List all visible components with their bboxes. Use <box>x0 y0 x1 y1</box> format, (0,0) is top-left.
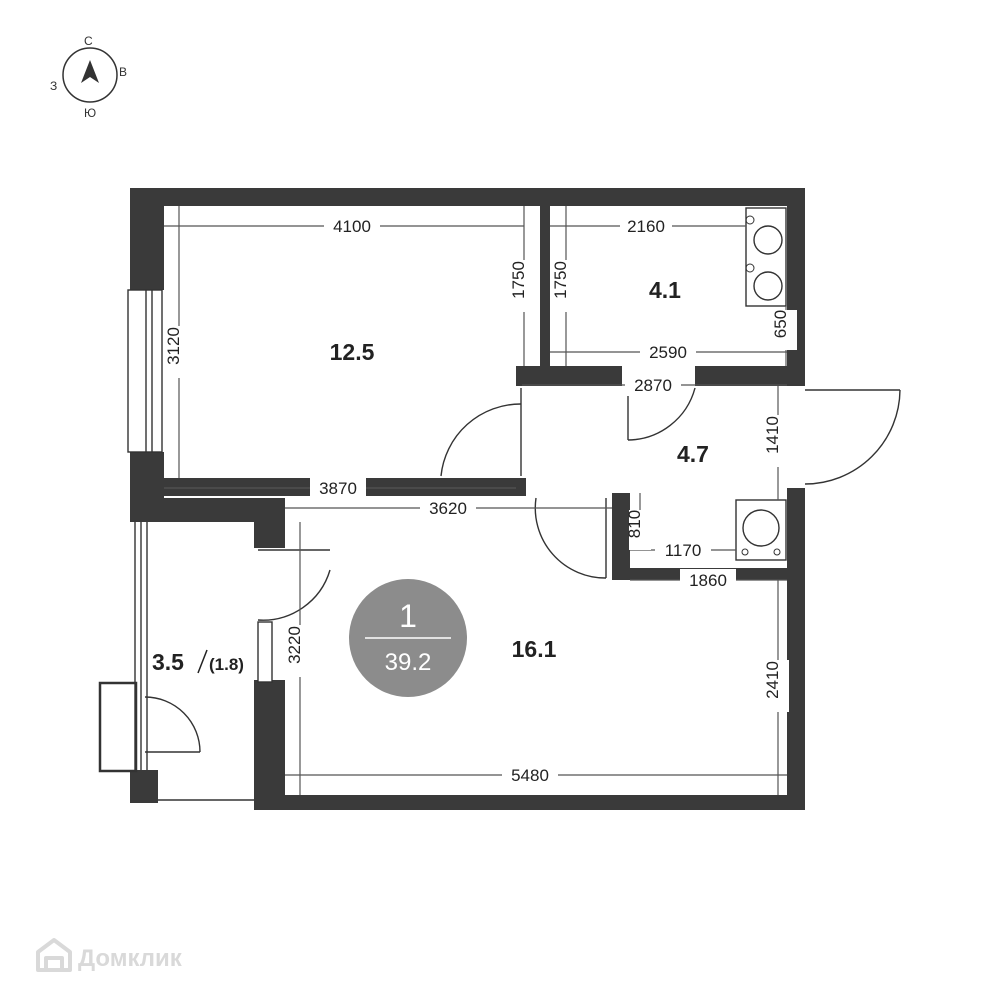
watermark-text: Домклик <box>78 945 183 972</box>
domclick-logo-icon <box>36 938 72 972</box>
dim-room-bottom: 3870 <box>319 479 357 498</box>
compass-east: В <box>119 65 127 79</box>
balcony-door-window <box>257 621 273 683</box>
area-bathroom: 4.1 <box>649 277 681 303</box>
dim-bath-side: 650 <box>771 310 790 338</box>
compass-arrow-icon <box>81 60 99 83</box>
dim-living-right-top: 1860 <box>689 571 727 590</box>
dim-bath-width-bottom: 2590 <box>649 343 687 362</box>
dimension-labels: 4100 3120 1750 3870 2160 1750 2590 650 2… <box>164 217 790 785</box>
dim-living-top: 3620 <box>429 499 467 518</box>
walls <box>130 188 805 810</box>
dim-room-width: 4100 <box>333 217 371 236</box>
area-balcony-reduced: (1.8) <box>209 655 244 674</box>
area-kitchen-living: 16.1 <box>512 636 557 662</box>
badge-rooms: 1 <box>399 598 417 634</box>
compass-north: С <box>84 34 93 48</box>
balcony-frame <box>98 681 254 801</box>
dim-living-bottom: 5480 <box>511 766 549 785</box>
area-balcony: 3.5 <box>152 649 184 675</box>
compass-south: Ю <box>84 106 96 120</box>
compass-west: З <box>50 79 57 93</box>
dim-room-depth-left: 3120 <box>164 327 183 365</box>
badge-total-area: 39.2 <box>385 649 432 676</box>
dim-hall-width: 2870 <box>634 376 672 395</box>
dim-bath-depth-left: 1750 <box>551 261 570 299</box>
area-room: 12.5 <box>330 339 375 365</box>
dim-niche-width: 1170 <box>665 541 702 560</box>
dimension-label-backgrounds <box>168 215 797 786</box>
dim-niche-depth: 810 <box>625 510 644 538</box>
dim-room-depth-right: 1750 <box>509 261 528 299</box>
dim-living-right: 2410 <box>763 661 782 699</box>
room-areas: 12.5 4.1 4.7 16.1 3.5 (1.8) <box>152 277 709 675</box>
area-balcony-slash <box>197 649 208 674</box>
dim-bath-width-top: 2160 <box>627 217 665 236</box>
watermark: Домклик <box>36 938 183 972</box>
compass: С В Ю З <box>50 34 127 120</box>
area-hall: 4.7 <box>677 441 709 467</box>
doors <box>144 387 901 753</box>
room-window <box>127 289 163 453</box>
dim-living-left: 3220 <box>285 626 304 664</box>
stove-icon <box>745 207 787 307</box>
dim-hall-side: 1410 <box>763 416 782 454</box>
apartment-badge: 1 39.2 <box>349 579 467 697</box>
sink-icon <box>735 499 787 561</box>
